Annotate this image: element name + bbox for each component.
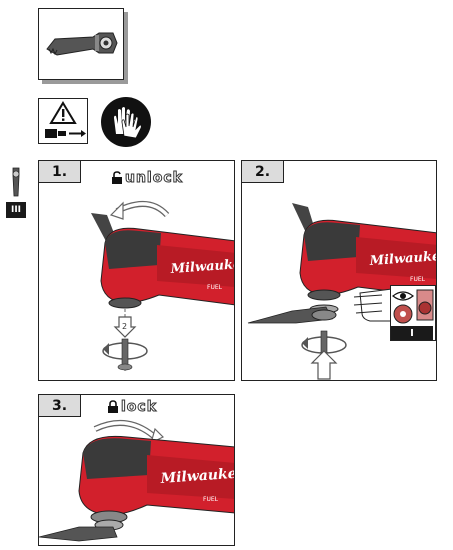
wear-gloves-icon (100, 96, 152, 148)
blade-thumbnail-icon (12, 167, 20, 197)
eye-icon (392, 289, 434, 324)
side-blade-thumbnail (6, 166, 26, 200)
inset-detail: I (390, 285, 436, 341)
accessory-blade-panel (38, 8, 124, 80)
brand-logo: Milwaukee (169, 257, 235, 278)
inset-badge: I (391, 326, 433, 340)
oscillating-blade-icon (46, 32, 118, 56)
brand-sub-logo-2: FUEL (410, 276, 426, 283)
step-2-number: 2. (242, 161, 284, 183)
side-badge: III (6, 202, 26, 218)
multitool-illustration-step3: Milwaukee FUEL (39, 420, 235, 542)
step-1-panel: 1. unlock Milwaukee FUEL 2 (38, 160, 235, 381)
side-badge-label: III (10, 205, 22, 215)
svg-text:2: 2 (122, 322, 127, 331)
padlock-icon (112, 171, 122, 184)
brand-logo-2: Milwaukee (368, 249, 437, 270)
step-2-panel: 2. Milwaukee FUEL I (241, 160, 437, 381)
unlock-label: unlock (125, 170, 183, 187)
step-3-panel: 3. lock Milwaukee FUEL (38, 394, 235, 546)
multitool-illustration-step2: Milwaukee FUEL (247, 203, 437, 380)
brand-sub-logo: FUEL (207, 284, 223, 291)
warning-remove-battery-icon (38, 98, 88, 144)
multitool-illustration: Milwaukee FUEL 2 (91, 201, 235, 371)
step-1-number: 1. (39, 161, 81, 183)
padlock-locked-icon (108, 400, 118, 413)
brand-logo-3: Milwaukee (159, 465, 235, 487)
brand-sub-logo-3: FUEL (203, 496, 219, 503)
step-3-number: 3. (39, 395, 81, 417)
lock-label: lock (120, 399, 158, 416)
